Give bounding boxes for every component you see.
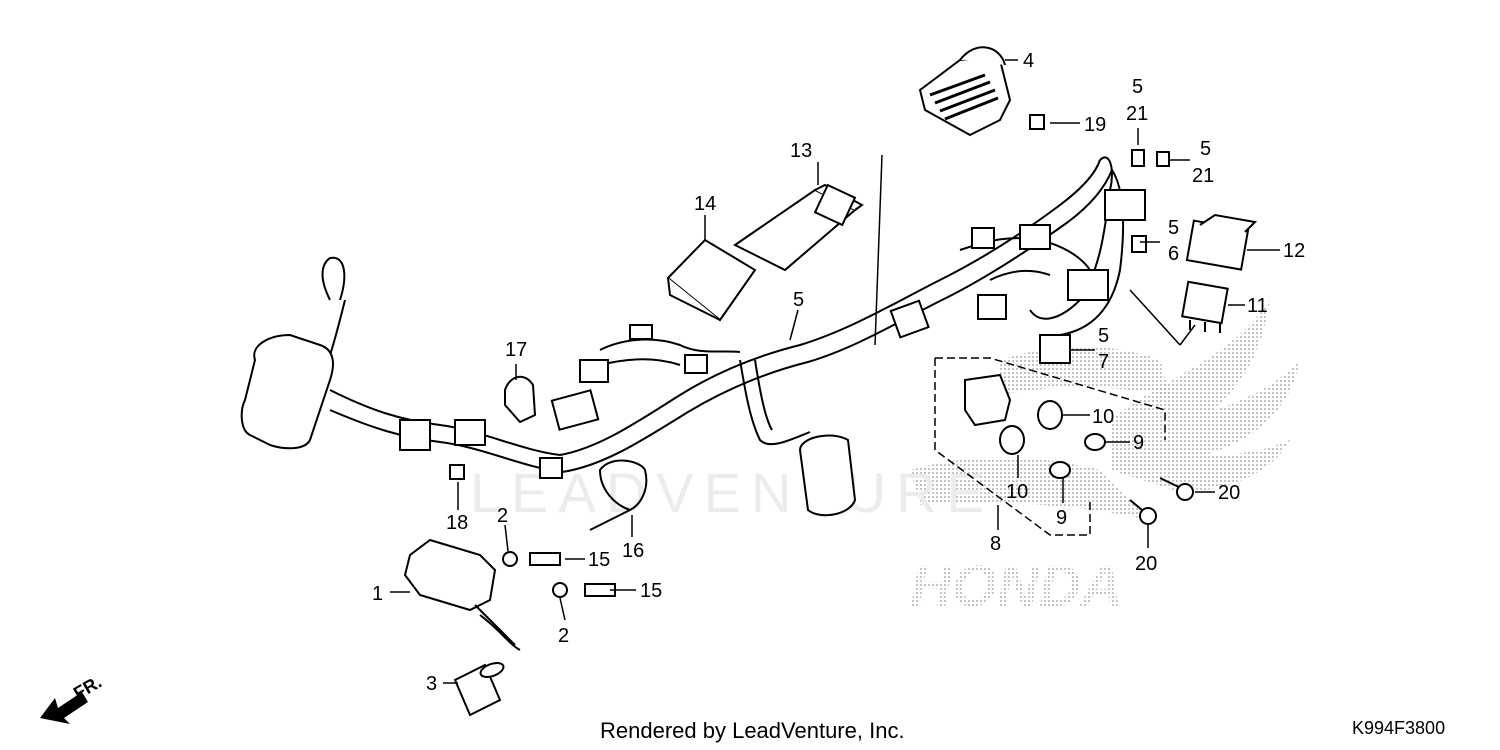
rendered-by-credit: Rendered by LeadVenture, Inc. [600,718,905,743]
callout-2b: 2 [558,625,569,647]
front-direction-arrow: FR. [40,672,105,724]
diagram-code: K994F3800 [1352,718,1446,738]
callout-20b: 20 [1135,553,1157,575]
callout-7: 7 [1098,351,1109,373]
sub-module-14 [666,238,757,322]
part-callouts: 1 2 2 3 4 5 5 5 5 5 6 7 8 9 9 10 10 11 1… [372,50,1305,695]
ecu-module [733,183,864,272]
callout-3: 3 [426,673,437,695]
bracket-outline [934,357,1166,536]
callout-2a: 2 [497,505,508,527]
callout-5b: 5 [1200,138,1211,160]
callout-1: 1 [372,583,383,605]
callout-18: 18 [446,512,468,534]
callout-9a: 9 [1133,432,1144,454]
callout-20a: 20 [1218,482,1240,504]
callout-21b: 21 [1192,165,1214,187]
bolts-and-washers [449,114,1045,598]
callout-14: 14 [694,193,716,215]
spark-plug-cap [453,662,505,717]
callout-8: 8 [990,533,1001,555]
callout-11: 11 [1247,295,1268,317]
small-fuse-parts [1039,149,1170,364]
callout-15b: 15 [640,580,662,602]
callout-5e: 5 [1098,325,1109,347]
callout-21a: 21 [1126,103,1148,125]
bracket-assembly-8 [964,373,1194,525]
callout-6: 6 [1168,243,1179,265]
relay-12 [1185,213,1258,271]
cable-tie [589,459,648,531]
callout-19: 19 [1084,114,1106,136]
callout-12: 12 [1283,240,1305,262]
leader-lines [390,59,1280,684]
callout-17: 17 [505,339,527,361]
right-cylinder-part [798,434,857,517]
harness-connectors [399,189,1146,479]
callout-13: 13 [790,140,812,162]
callout-4: 4 [1023,50,1034,72]
callout-10b: 10 [1006,481,1028,503]
callout-9b: 9 [1056,507,1067,529]
callout-15a: 15 [588,549,610,571]
ignition-coil [403,538,521,651]
left-cylinder-part [240,333,334,450]
callout-10a: 10 [1092,406,1114,428]
callout-5a: 5 [1132,76,1143,98]
honda-logo-text: HONDA [910,554,1123,619]
callout-5c: 5 [1168,217,1179,239]
callout-5d: 5 [793,289,804,311]
harness-clamp [504,375,537,424]
regulator-rectifier [918,46,1012,137]
relay-11 [1181,280,1229,333]
callout-16: 16 [622,540,644,562]
